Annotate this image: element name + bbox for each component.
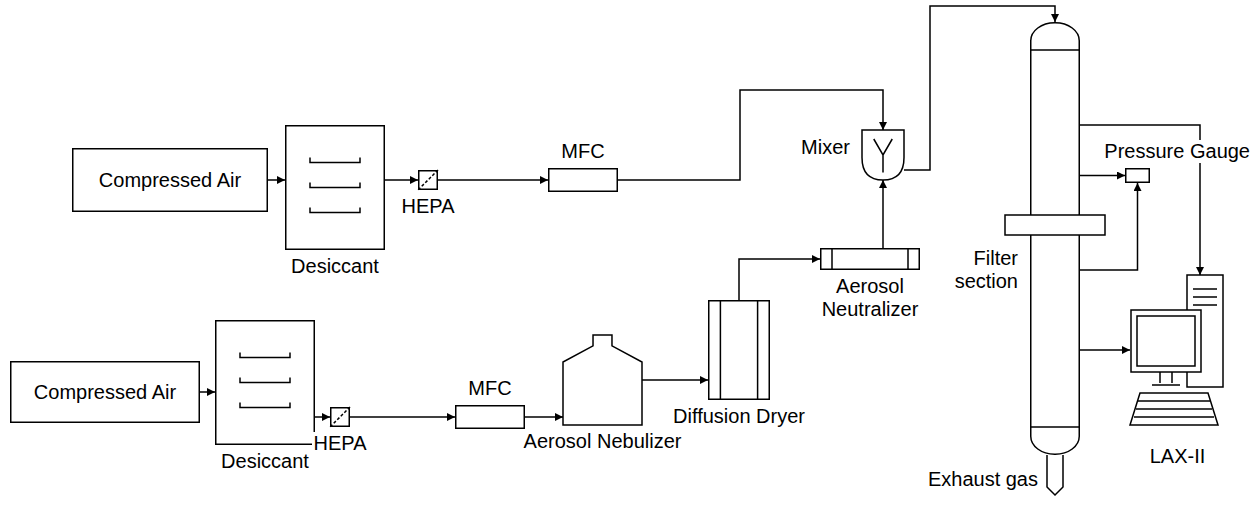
desiccant-dryer: Desiccant [285, 125, 385, 250]
shape-graphic [1130, 275, 1225, 440]
node-label: MFC [466, 377, 513, 400]
shape-detail [240, 403, 290, 408]
shape-detail [310, 183, 360, 188]
shape-detail [240, 378, 290, 383]
shape-outline [1137, 316, 1195, 366]
shape-graphic [862, 130, 904, 180]
node-label: Diffusion Dryer [671, 405, 807, 428]
node-label: Aerosol Nebulizer [522, 430, 684, 453]
shape-graphic [215, 320, 315, 445]
shape-detail [310, 158, 360, 163]
air-source-box: Compressed Air [10, 361, 200, 423]
mass-flow-controller: MFC [455, 405, 525, 429]
shape-outline [73, 149, 268, 212]
shape-detail [418, 170, 438, 190]
flow-connector [739, 259, 820, 300]
shape-outline [821, 249, 920, 270]
shape-outline [1131, 310, 1201, 372]
filter-column: Filter section [1030, 22, 1080, 455]
shape-detail [720, 300, 757, 400]
shape-outline [1005, 215, 1105, 235]
shape-outline [216, 321, 315, 445]
aerosol-nebulizer: Aerosol Nebulizer [563, 335, 642, 425]
shape-graphic [285, 125, 385, 250]
node-label: HEPA [400, 195, 457, 218]
shape-detail [1030, 50, 1080, 427]
shape-outline [709, 301, 770, 400]
node-label: Filter section [938, 247, 1020, 293]
shape-graphic [708, 300, 770, 400]
node-label: Pressure Gauge [1102, 140, 1252, 163]
shape-detail [1193, 289, 1217, 305]
flow-connector [618, 90, 883, 180]
node-label: LAX-II [1148, 445, 1208, 468]
flow-connector [882, 180, 884, 248]
flow-connector [200, 391, 215, 393]
flow-connector [350, 416, 455, 418]
shape-outline [549, 169, 618, 192]
shape-detail [832, 248, 908, 270]
shape-graphic [820, 248, 920, 270]
flow-connector [315, 416, 330, 418]
hepa-filter: HEPA [330, 407, 350, 427]
shape-graphic [418, 170, 438, 190]
shape-outline [286, 126, 385, 250]
shape-detail [1152, 372, 1180, 385]
shape-detail [1134, 401, 1214, 417]
flow-connector [1080, 349, 1130, 351]
shape-graphic [563, 335, 642, 425]
node-label: Compressed Air [97, 169, 243, 192]
lax-analyzer: LAX-II [1130, 275, 1225, 440]
shape-graphic [330, 407, 350, 427]
flow-connector [268, 179, 285, 181]
shape-detail [330, 407, 350, 427]
desiccant-dryer: Desiccant [215, 320, 315, 445]
shape-detail [563, 335, 642, 425]
flow-connector [642, 379, 708, 381]
mixer: Mixer [862, 130, 904, 180]
shape-detail [874, 139, 892, 173]
outlet-label: Exhaust gas [926, 468, 1040, 491]
pressure-gauge: Pressure Gauge [1125, 168, 1150, 183]
shape-detail [240, 353, 290, 358]
shape-graphic [548, 168, 618, 192]
flow-connector [1080, 175, 1125, 177]
flow-connector [438, 179, 548, 181]
air-source-box: Compressed Air [72, 148, 268, 212]
diffusion-dryer: Diffusion Dryer [708, 300, 770, 400]
shape-detail [1047, 455, 1063, 495]
shape-graphic [1030, 22, 1080, 455]
node-label: Compressed Air [32, 381, 178, 404]
shape-graphic [1125, 168, 1150, 183]
shape-outline [331, 408, 350, 427]
shape-outline [1031, 23, 1080, 455]
node-label: Desiccant [289, 255, 381, 278]
shape-detail [862, 130, 904, 180]
shape-graphic [455, 405, 525, 429]
shape-outline [1126, 169, 1150, 183]
node-label: MFC [559, 140, 606, 163]
mass-flow-controller: MFC [548, 168, 618, 192]
shape-outline [456, 406, 525, 429]
shape-detail [1130, 393, 1218, 425]
shape-outline [11, 362, 200, 423]
shape-detail [310, 208, 360, 213]
flow-connector [385, 179, 418, 181]
flow-connector [525, 416, 563, 418]
node-label: Aerosol Neutralizer [812, 275, 928, 321]
shape-outline [419, 171, 438, 190]
node-label: HEPA [312, 432, 369, 455]
node-label: Desiccant [219, 450, 311, 473]
node-label: Mixer [799, 136, 852, 159]
hepa-filter: HEPA [418, 170, 438, 190]
aerosol-neutralizer: Aerosol Neutralizer [820, 248, 920, 270]
